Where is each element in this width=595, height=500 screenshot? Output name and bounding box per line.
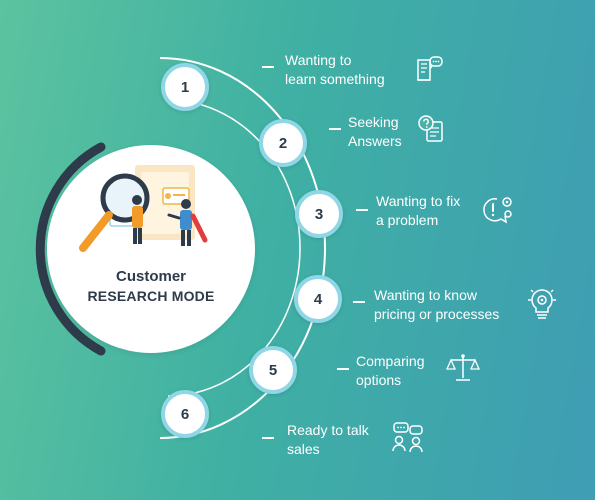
step-5-dash [337,368,349,370]
lightbulb-gear-icon [528,289,556,319]
step-3-number: 3 [314,205,324,223]
step-2-label-line2: Answers [348,133,402,149]
balance-scale-icon [446,354,480,381]
book-with-chat-icon [417,56,443,81]
dark-accent-arc [35,142,106,356]
step-3-number-circle: 3 [295,190,343,238]
step-5-number-circle: 5 [249,346,297,394]
step-6-label: Ready to talk sales [287,421,369,459]
step-2-dash [329,128,341,130]
magnifier-and-people-illustration [79,165,208,252]
step-4-number: 4 [313,290,323,308]
step-5-label: Comparing options [356,352,424,390]
step-3-label-line2: a problem [376,212,439,228]
question-document-icon [418,115,443,142]
step-1-label-line2: learn something [285,71,385,87]
step-4-label-line2: pricing or processes [374,306,500,322]
step-2-label-line1: Seeking [348,114,399,130]
outer-arc [159,57,326,439]
step-1-label: Wanting to learn something [285,51,385,89]
step-5-number: 5 [268,361,278,379]
step-6-number: 6 [180,405,190,423]
step-6-number-circle: 6 [161,390,209,438]
step-4-label: Wanting to know pricing or processes [374,286,499,324]
hub-title-customer: Customer [115,268,186,285]
step-1-number: 1 [180,78,190,96]
step-6-label-line2: sales [287,441,320,457]
step-6-label-line1: Ready to talk [287,422,369,438]
step-2-number-circle: 2 [259,119,307,167]
step-4-number-circle: 4 [294,275,342,323]
step-3-dash [356,209,368,211]
step-1-number-circle: 1 [161,63,209,111]
step-1-dash [262,66,274,68]
step-1-label-line1: Wanting to [285,52,352,68]
step-2-number: 2 [278,134,288,152]
step-3-label: Wanting to fix a problem [376,192,460,230]
step-5-label-line1: Comparing [356,353,425,369]
step-4-dash [353,301,365,303]
step-5-label-line2: options [356,372,402,388]
hub-title-research-mode: RESEARCH MODE [87,288,215,304]
step-4-label-line1: Wanting to know [374,287,477,303]
inner-arc [167,99,301,397]
step-6-dash [262,437,274,439]
conversation-icon [392,422,423,453]
problem-gears-icon [483,197,512,224]
step-2-label: Seeking Answers [348,113,402,151]
step-3-label-line1: Wanting to fix [376,193,461,209]
